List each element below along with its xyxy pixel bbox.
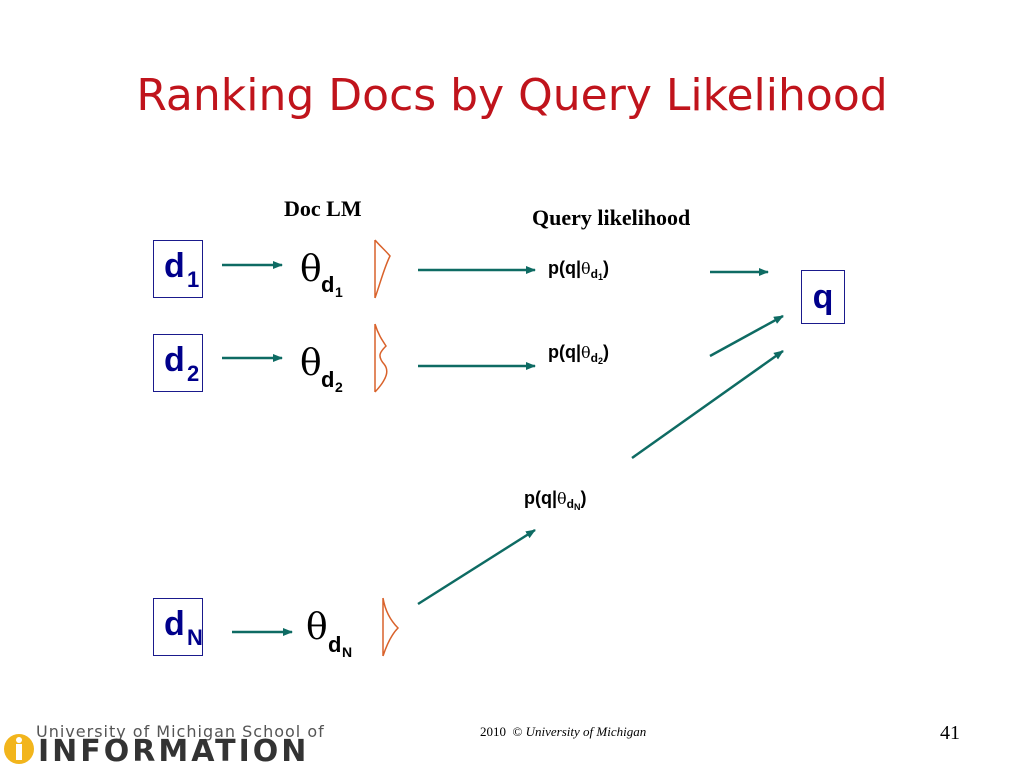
theta-symbol: θ xyxy=(300,343,322,384)
theta-subsubscript: 1 xyxy=(335,284,343,300)
likelihood-label-dN: p(q|θdN) xyxy=(524,488,587,512)
document-d2: d 2 xyxy=(153,334,203,392)
logo-i-icon xyxy=(4,734,34,764)
arrow-likelihood2-to-query xyxy=(709,314,784,358)
doc-subscript: 2 xyxy=(187,361,200,386)
likelihood-label-d2: p(q|θd2) xyxy=(548,342,610,366)
logo-information-text: INFORMATION xyxy=(38,734,310,769)
query-likelihood-header: Query likelihood xyxy=(532,205,691,230)
doc-letter: d xyxy=(164,247,185,285)
theta-symbol: θ xyxy=(306,607,328,648)
distribution-curve-d1 xyxy=(374,239,391,299)
distribution-curve-d2 xyxy=(374,323,388,393)
page-number: 41 xyxy=(940,722,960,744)
doc-letter: d xyxy=(164,341,185,379)
distribution-curve-dN xyxy=(382,597,400,657)
doc-subscript: N xyxy=(187,625,203,650)
arrow-modelN-to-likelihood xyxy=(417,528,536,606)
doc-letter: d xyxy=(164,605,185,643)
doc-lm-header: Doc LM xyxy=(284,196,362,221)
theta-subsubscript: 2 xyxy=(335,379,343,395)
footer-copyright: 2010 © University of Michigan xyxy=(480,724,647,739)
slide-title: Ranking Docs by Query Likelihood xyxy=(136,70,888,121)
likelihood-label-d1: p(q|θd1) xyxy=(548,258,610,282)
query-box: q xyxy=(801,270,845,324)
theta-subscript: d xyxy=(321,272,335,297)
arrow-likelihoodN-to-query xyxy=(631,349,784,460)
doc-subscript: 1 xyxy=(187,267,200,292)
document-d1: d 1 xyxy=(153,240,203,298)
theta-subscript: d xyxy=(321,367,335,392)
theta-symbol: θ xyxy=(300,249,322,290)
theta-subscript: d xyxy=(328,632,342,657)
document-dN: d N xyxy=(153,598,203,656)
theta-subsubscript: N xyxy=(342,644,353,660)
logo-school-text: University of Michigan School of xyxy=(36,722,325,741)
